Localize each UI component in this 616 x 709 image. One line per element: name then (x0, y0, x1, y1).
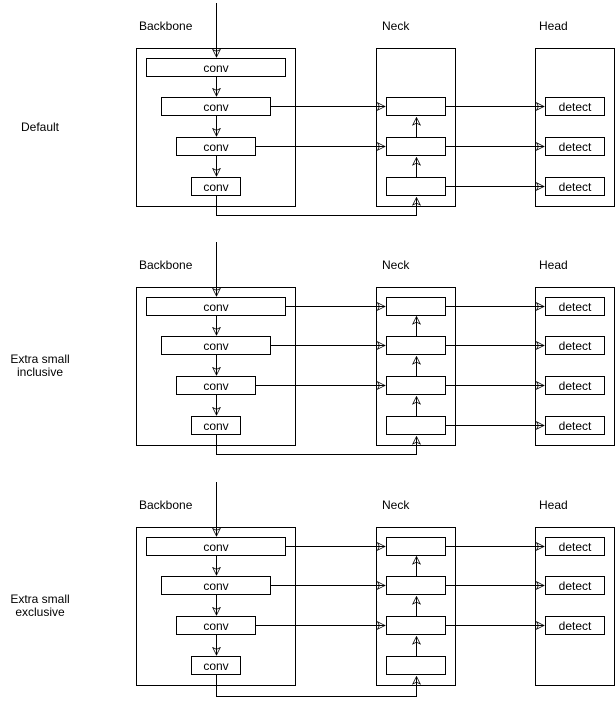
backbone-column-label: Backbone (139, 498, 193, 512)
conv-block-2: conv (161, 336, 271, 355)
head-container (535, 287, 615, 446)
neck-block (386, 177, 446, 196)
detect-block-3: detect (545, 376, 605, 395)
conv-block-2: conv (161, 576, 271, 595)
head-container (535, 527, 615, 686)
neck-block (386, 656, 446, 675)
diagram-row-extra-small-inclusive: Extra small inclusive Backbone Neck Head… (0, 239, 616, 469)
detect-block-4: detect (545, 416, 605, 435)
conv-block-1: conv (146, 297, 286, 316)
row-side-label: Extra small exclusive (10, 592, 70, 619)
row-side-label: Extra small inclusive (10, 352, 70, 379)
neck-block (386, 137, 446, 156)
conv-block-1: conv (146, 58, 286, 77)
conv-block-4: conv (191, 416, 241, 435)
neck-block (386, 376, 446, 395)
detect-block-3: detect (545, 177, 605, 196)
detect-block-3: detect (545, 616, 605, 635)
neck-block (386, 97, 446, 116)
conv-block-1: conv (146, 537, 286, 556)
neck-column-label: Neck (382, 498, 410, 512)
head-column-label: Head (539, 498, 568, 512)
head-container (535, 48, 615, 207)
detect-block-2: detect (545, 336, 605, 355)
backbone-column-label: Backbone (139, 258, 193, 272)
conv-block-3: conv (176, 376, 256, 395)
detect-block-1: detect (545, 537, 605, 556)
neck-block (386, 616, 446, 635)
neck-block (386, 537, 446, 556)
conv-block-3: conv (176, 616, 256, 635)
neck-block (386, 297, 446, 316)
neck-block (386, 336, 446, 355)
diagram-row-extra-small-exclusive: Extra small exclusive Backbone Neck Head… (0, 479, 616, 709)
neck-block (386, 416, 446, 435)
head-column-label: Head (539, 258, 568, 272)
detect-block-1: detect (545, 297, 605, 316)
detect-block-1: detect (545, 97, 605, 116)
detect-block-2: detect (545, 576, 605, 595)
neck-column-label: Neck (382, 258, 410, 272)
conv-block-3: conv (176, 137, 256, 156)
backbone-column-label: Backbone (139, 19, 193, 33)
detect-block-2: detect (545, 137, 605, 156)
head-column-label: Head (539, 19, 568, 33)
diagram-row-default: Default Backbone Neck Head conv conv con… (0, 0, 616, 230)
conv-block-2: conv (161, 97, 271, 116)
row-side-label: Default (20, 120, 60, 134)
conv-block-4: conv (191, 177, 241, 196)
neck-block (386, 576, 446, 595)
neck-column-label: Neck (382, 19, 410, 33)
conv-block-4: conv (191, 656, 241, 675)
